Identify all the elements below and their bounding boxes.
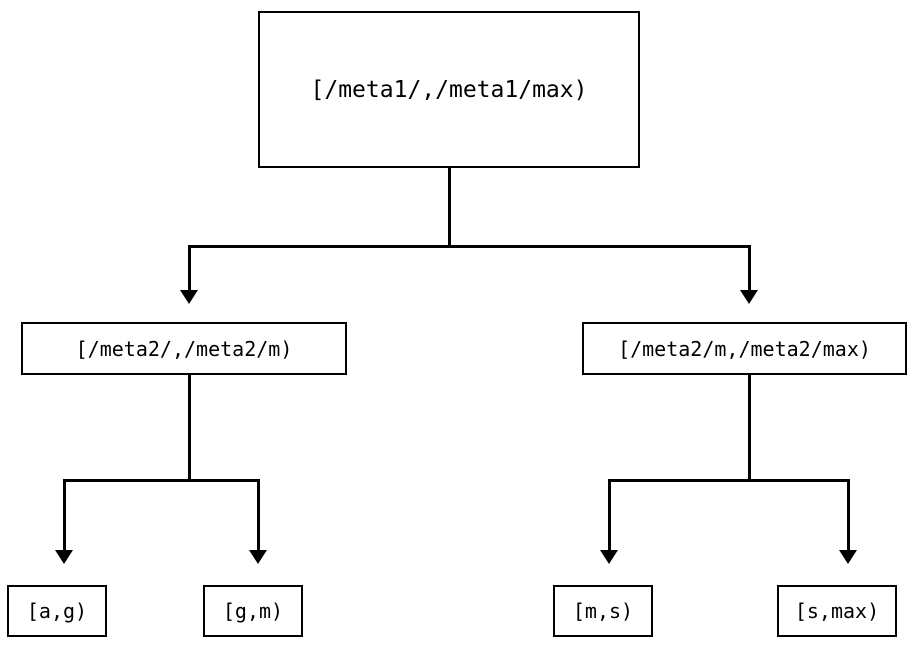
node-level2-meta2-upper[interactable]: [/meta2/m,/meta2/max) [582,322,907,375]
node-root-label: [/meta1/,/meta1/max) [310,76,588,103]
node-level2-meta2-lower[interactable]: [/meta2/,/meta2/m) [21,322,347,375]
edge-root-bus [189,245,751,248]
arrowhead-root-to-right-icon [740,290,758,304]
arrowhead-left-to-ag-icon [55,550,73,564]
arrowhead-left-to-gm-icon [249,550,267,564]
edge-root-stem [448,168,451,247]
arrowhead-right-to-smax-icon [839,550,857,564]
edge-right-to-smax-drop [847,479,850,552]
edge-right-stem [748,375,751,482]
edge-left-to-gm-drop [257,479,260,552]
edge-right-to-ms-drop [608,479,611,552]
edge-left-stem [188,375,191,482]
node-leaf-m-s-label: [m,s) [572,599,634,623]
arrowhead-right-to-ms-icon [600,550,618,564]
edge-root-to-right-drop [748,245,751,292]
node-leaf-a-g[interactable]: [a,g) [7,585,107,637]
edge-root-to-left-drop [188,245,191,292]
node-leaf-s-max-label: [s,max) [794,599,880,623]
node-leaf-a-g-label: [a,g) [26,599,88,623]
node-root-meta1[interactable]: [/meta1/,/meta1/max) [258,11,640,168]
edge-left-bus [64,479,260,482]
node-level2-right-label: [/meta2/m,/meta2/max) [618,336,871,361]
edge-right-bus [609,479,850,482]
node-leaf-g-m[interactable]: [g,m) [203,585,303,637]
edge-left-to-ag-drop [63,479,66,552]
node-leaf-g-m-label: [g,m) [222,599,284,623]
node-leaf-s-max[interactable]: [s,max) [777,585,897,637]
node-level2-left-label: [/meta2/,/meta2/m) [75,336,293,361]
node-leaf-m-s[interactable]: [m,s) [553,585,653,637]
arrowhead-root-to-left-icon [180,290,198,304]
